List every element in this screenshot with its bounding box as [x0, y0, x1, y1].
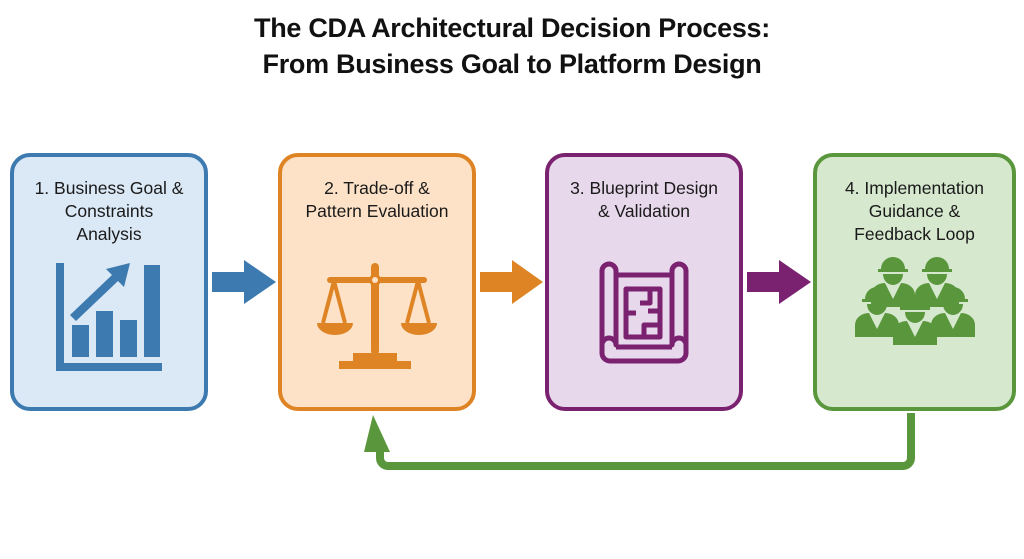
- arrow-3-to-4: [747, 260, 811, 304]
- step-3-label: 3. Blueprint Design & Validation: [549, 177, 739, 223]
- step-4-implementation-box: 4. Implementation Guidance & Feedback Lo…: [813, 153, 1016, 411]
- step-3-label-line: & Validation: [597, 201, 691, 221]
- step-3-label-line: 3. Blueprint Design: [570, 178, 718, 198]
- step-2-label-line: 2. Trade-off &: [324, 178, 430, 198]
- step-4-label-line: Guidance &: [868, 201, 961, 221]
- diagram-title: The CDA Architectural Decision Process: …: [0, 10, 1024, 82]
- balance-scale-icon: [282, 261, 472, 391]
- title-line-2: From Business Goal to Platform Design: [262, 49, 762, 79]
- step-2-tradeoff-box: 2. Trade-off & Pattern Evaluation: [278, 153, 476, 411]
- step-4-label: 4. Implementation Guidance & Feedback Lo…: [817, 177, 1012, 246]
- feedback-loop-arrow: [364, 413, 915, 470]
- step-1-label-line: Analysis: [76, 224, 142, 244]
- step-1-business-goal-box: 1. Business Goal & Constraints Analysis: [10, 153, 208, 411]
- step-2-label-line: Pattern Evaluation: [305, 201, 449, 221]
- step-4-label-line: 4. Implementation: [844, 178, 985, 198]
- step-3-blueprint-box: 3. Blueprint Design & Validation: [545, 153, 743, 411]
- blueprint-scroll-icon: [549, 261, 739, 391]
- arrow-1-to-2: [212, 260, 276, 304]
- step-1-label-line: 1. Business Goal &: [34, 178, 184, 198]
- bar-chart-growth-icon: [14, 261, 204, 391]
- step-4-label-line: Feedback Loop: [854, 224, 975, 244]
- arrow-2-to-3: [480, 260, 543, 304]
- step-1-label-line: Constraints: [64, 201, 154, 221]
- step-2-label: 2. Trade-off & Pattern Evaluation: [282, 177, 472, 223]
- step-1-label: 1. Business Goal & Constraints Analysis: [14, 177, 204, 246]
- title-line-1: The CDA Architectural Decision Process:: [254, 13, 770, 43]
